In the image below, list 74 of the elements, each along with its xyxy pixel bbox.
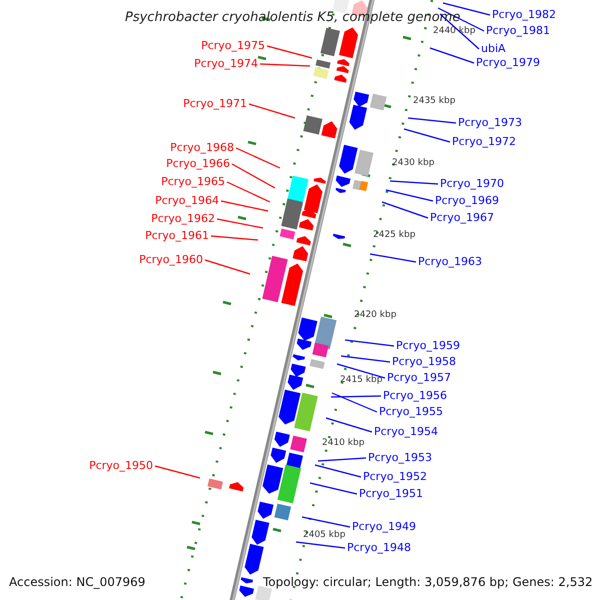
leader-line xyxy=(326,417,372,433)
leader-line xyxy=(430,47,474,64)
gene-label: Pcryo_1979 xyxy=(476,56,540,69)
leader-line xyxy=(390,180,438,185)
leader-line xyxy=(330,395,382,398)
leader-line xyxy=(220,200,268,212)
leader-line xyxy=(340,355,390,363)
gene-label: Pcryo_1973 xyxy=(458,116,522,129)
leader-line xyxy=(332,392,378,413)
leader-line xyxy=(226,181,270,203)
gene-label: Pcryo_1952 xyxy=(363,470,427,483)
leader-line xyxy=(296,541,346,549)
gene-label: Pcryo_1975 xyxy=(201,39,265,52)
scale-label: 2425 kbp xyxy=(373,230,416,241)
leader-line xyxy=(404,128,450,143)
gene-label: Pcryo_1959 xyxy=(396,339,460,352)
scale-label: 2435 kbp xyxy=(413,96,456,107)
gene-label: Pcryo_1949 xyxy=(352,520,416,533)
leader-line xyxy=(336,363,386,379)
leader-line xyxy=(314,464,362,478)
leader-line xyxy=(370,253,416,263)
gene-label: Pcryo_1962 xyxy=(151,212,215,225)
leader-line xyxy=(204,259,250,275)
leader-line xyxy=(232,163,276,189)
leader-line xyxy=(248,103,296,119)
leader-line xyxy=(318,457,366,462)
gene-label: Pcryo_1964 xyxy=(155,194,219,207)
gene-label: Pcryo_1974 xyxy=(194,57,258,70)
gene-label: Pcryo_1956 xyxy=(383,389,447,402)
gene-label: Pcryo_1972 xyxy=(452,135,516,148)
leader-line xyxy=(266,45,312,59)
leader-line xyxy=(260,63,310,67)
leader-line xyxy=(310,482,358,495)
scale-label: 2440 kbp xyxy=(433,26,476,37)
leader-line xyxy=(442,2,490,16)
gene-label: Pcryo_1966 xyxy=(166,157,230,170)
gene-label: Pcryo_1965 xyxy=(161,175,225,188)
leader-line xyxy=(386,189,434,202)
gene-label: ubiA xyxy=(481,42,506,55)
info-text: Accession: NC_007969 xyxy=(9,575,146,590)
scale-label: 2405 kbp xyxy=(303,530,346,541)
gene-label: Pcryo_1960 xyxy=(139,253,203,266)
gene-label: Pcryo_1968 xyxy=(170,141,234,154)
scale-label: 2430 kbp xyxy=(392,158,434,169)
gene-label: Pcryo_1950 xyxy=(89,459,153,472)
leader-line xyxy=(216,218,264,229)
leader-line xyxy=(154,465,200,479)
gene-label: Pcryo_1982 xyxy=(492,8,556,21)
gene-label: Pcryo_1957 xyxy=(387,371,451,384)
leader-line xyxy=(408,117,456,124)
scale-label: 2415 kbp xyxy=(340,375,382,386)
leader-line xyxy=(438,7,484,32)
leader-line xyxy=(382,201,428,219)
gene-label: Pcryo_1961 xyxy=(145,229,209,242)
info-text: Topology: circular; Length: 3,059,876 bp; Genes: 2,532 xyxy=(263,575,593,590)
leader-line xyxy=(236,147,280,169)
leader-line xyxy=(210,235,258,241)
gene-label: Pcryo_1955 xyxy=(379,405,443,418)
gene-label: Pcryo_1967 xyxy=(430,211,494,224)
gene-label: Pcryo_1963 xyxy=(418,255,482,268)
scale-label: 2410 kbp xyxy=(322,438,364,449)
gene-label: Pcryo_1981 xyxy=(486,24,550,37)
leader-line xyxy=(302,516,350,528)
gene-label: Pcryo_1958 xyxy=(392,355,456,368)
leader-line xyxy=(344,339,394,347)
gene-label: Pcryo_1948 xyxy=(347,541,411,554)
gene-label: Pcryo_1969 xyxy=(435,194,499,207)
gene-label: Pcryo_1971 xyxy=(183,97,247,110)
gene-label: Pcryo_1954 xyxy=(374,425,438,438)
gene-label: Pcryo_1953 xyxy=(368,451,432,464)
gene-label: Pcryo_1951 xyxy=(359,487,423,500)
gene-label: Pcryo_1970 xyxy=(440,177,504,190)
scale-label: 2420 kbp xyxy=(354,310,396,321)
leader-line xyxy=(440,14,480,50)
